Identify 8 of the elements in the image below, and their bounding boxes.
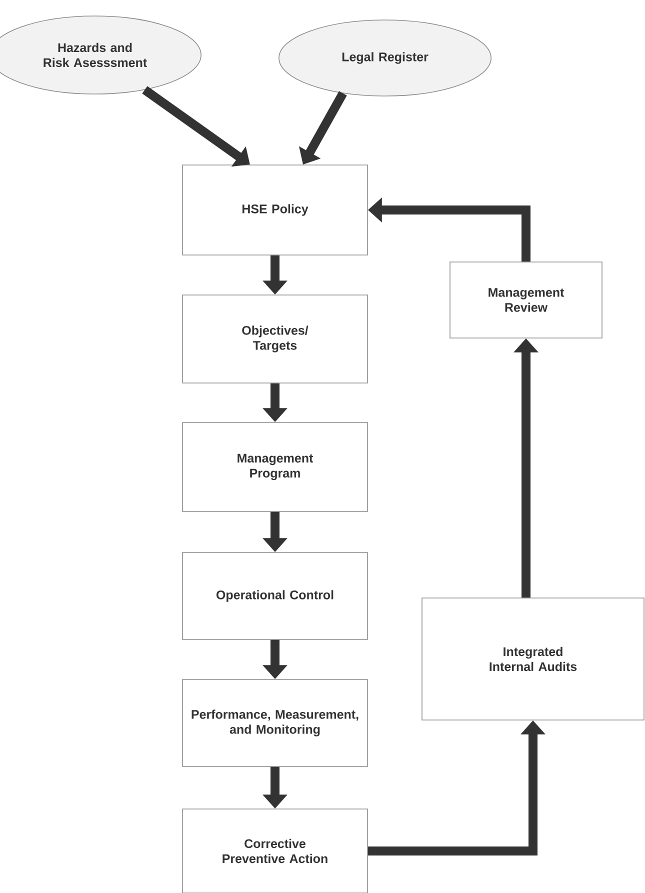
process-box: Management Program bbox=[182, 422, 368, 512]
process-box: Performance, Measurement, and Monitoring bbox=[182, 679, 368, 767]
process-box: Management Review bbox=[450, 262, 602, 338]
process-box: Corrective Preventive Action bbox=[182, 808, 368, 893]
process-box: Integrated Internal Audits bbox=[422, 598, 644, 720]
process-box: HSE Policy bbox=[182, 164, 368, 256]
process-box: Operational Control bbox=[182, 552, 368, 640]
process-box: Objectives/ Targets bbox=[182, 294, 368, 384]
